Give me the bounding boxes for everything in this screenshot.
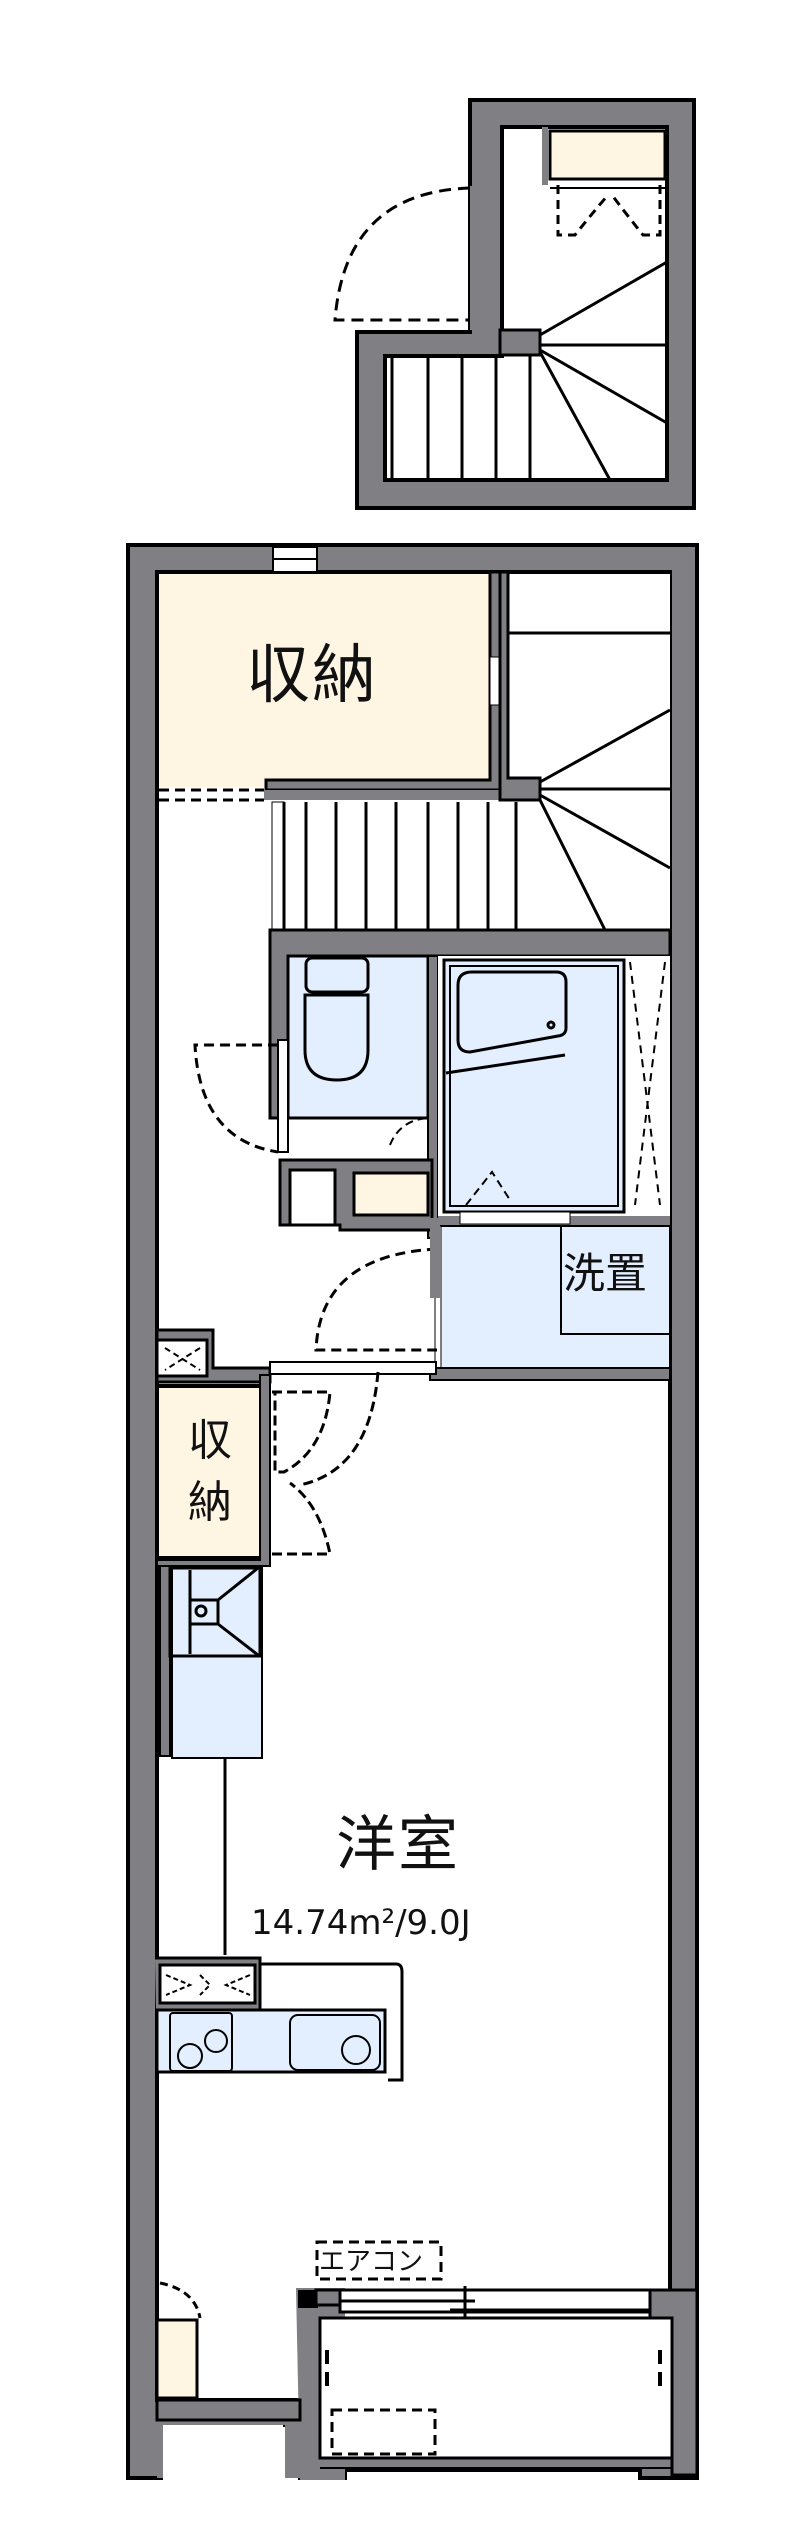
range-hood [158, 1963, 257, 2005]
kitchen-sink-icon [289, 2014, 381, 2071]
storage-closet-label: 収納 [188, 1415, 232, 1528]
storage-closet [155, 1384, 265, 1560]
outdoor-unit [330, 2408, 437, 2456]
balcony [318, 2316, 674, 2460]
annex-shelf [548, 129, 667, 181]
upper-annex [333, 98, 696, 510]
bathtub-icon [445, 970, 568, 1075]
laundry-label: 洗置 [563, 1249, 648, 1298]
stove-icon [169, 2012, 233, 2072]
washer-space [560, 1225, 671, 1335]
storage-upper [159, 574, 490, 787]
air-conditioner-label: エアコン [319, 2247, 424, 2277]
western-room-area: 14.74m²/9.0J [251, 1903, 471, 1943]
sink-counter [171, 1565, 263, 1759]
storage-upper-label: 収納 [246, 639, 378, 713]
main-unit [126, 543, 699, 2480]
sink-icon [168, 1566, 262, 1658]
western-room-label: 洋室 [336, 1810, 460, 1880]
toilet-icon [303, 956, 370, 1082]
